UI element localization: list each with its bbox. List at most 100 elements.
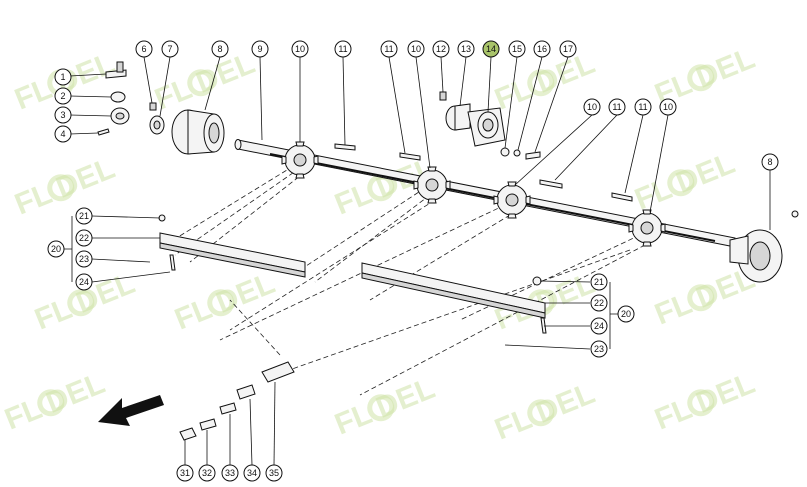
direction-arrow — [98, 395, 164, 426]
callout-31: 31 — [176, 464, 194, 482]
callout-10: 10 — [583, 98, 601, 116]
callout-24: 24 — [75, 273, 93, 291]
callout-11: 11 — [608, 98, 626, 116]
callout-34: 34 — [243, 464, 261, 482]
svg-text:20: 20 — [51, 244, 61, 254]
svg-text:21: 21 — [594, 277, 604, 287]
callout-24: 24 — [590, 317, 608, 335]
keys — [334, 143, 633, 202]
callout-22: 22 — [75, 229, 93, 247]
svg-text:9: 9 — [257, 44, 262, 54]
svg-text:10: 10 — [663, 102, 673, 112]
guide-parts — [179, 361, 295, 441]
svg-text:31: 31 — [180, 468, 190, 478]
svg-text:33: 33 — [225, 468, 235, 478]
rail-left — [158, 214, 306, 278]
sprocket — [493, 181, 531, 219]
callout-1: 1 — [54, 68, 72, 86]
svg-text:11: 11 — [384, 44, 393, 54]
callout-3: 3 — [54, 106, 72, 124]
callout-16: 16 — [533, 40, 551, 58]
watermark-text: FL DEL — [330, 372, 439, 442]
callout-9: 9 — [251, 40, 269, 58]
small-parts — [97, 61, 130, 136]
callout-22: 22 — [590, 294, 608, 312]
svg-text:22: 22 — [79, 233, 89, 243]
callout-33: 33 — [221, 464, 239, 482]
callout-20: 20 — [617, 305, 635, 323]
callout-11: 11 — [380, 40, 398, 58]
svg-text:8: 8 — [767, 157, 772, 167]
callout-4: 4 — [54, 125, 72, 143]
svg-text:11: 11 — [612, 102, 621, 112]
svg-text:14: 14 — [486, 44, 496, 54]
right-hub — [729, 210, 799, 283]
svg-text:24: 24 — [594, 321, 604, 331]
callout-11: 11 — [634, 98, 652, 116]
callout-12: 12 — [432, 40, 450, 58]
svg-text:11: 11 — [638, 102, 647, 112]
left-hub — [149, 102, 225, 155]
watermark-text: FL DEL — [490, 47, 599, 117]
leader-lines — [64, 56, 771, 466]
callouts: 1 2 3 4 6 7 8 9 10 11 11 10 12 13 14 15 … — [47, 40, 779, 482]
callout-23: 23 — [590, 340, 608, 358]
svg-text:2: 2 — [60, 91, 65, 101]
svg-text:3: 3 — [60, 110, 65, 120]
sprocket — [413, 166, 451, 204]
svg-text:15: 15 — [512, 44, 522, 54]
svg-text:24: 24 — [79, 277, 89, 287]
callout-35: 35 — [265, 464, 283, 482]
svg-text:35: 35 — [269, 468, 279, 478]
svg-text:16: 16 — [537, 44, 547, 54]
svg-text:12: 12 — [436, 44, 446, 54]
svg-text:6: 6 — [141, 44, 146, 54]
watermark-text: FL DEL — [150, 47, 259, 117]
svg-text:11: 11 — [338, 44, 347, 54]
callout-17: 17 — [559, 40, 577, 58]
watermark-text: FL DEL — [0, 367, 109, 437]
watermark-text: FL DEL — [630, 147, 739, 217]
svg-text:23: 23 — [79, 254, 89, 264]
callout-8: 8 — [211, 40, 229, 58]
svg-text:4: 4 — [60, 129, 65, 139]
svg-text:34: 34 — [247, 468, 257, 478]
callout-10: 10 — [407, 40, 425, 58]
sprocket — [281, 141, 319, 179]
callout-21: 21 — [590, 273, 608, 291]
sprocket — [628, 209, 666, 247]
dashed-guides — [164, 161, 646, 396]
svg-text:1: 1 — [60, 72, 65, 82]
svg-text:23: 23 — [594, 344, 604, 354]
callout-2: 2 — [54, 87, 72, 105]
svg-text:21: 21 — [79, 211, 89, 221]
callout-10: 10 — [291, 40, 309, 58]
callout-15: 15 — [508, 40, 526, 58]
svg-text:10: 10 — [587, 102, 597, 112]
watermark-text: FL DEL — [650, 367, 759, 437]
watermark-text: FL DEL — [170, 267, 279, 337]
svg-text:20: 20 — [621, 309, 631, 319]
callout-8: 8 — [761, 153, 779, 171]
svg-text:8: 8 — [217, 44, 222, 54]
svg-text:32: 32 — [202, 468, 212, 478]
callout-7: 7 — [161, 40, 179, 58]
watermark-text: FL DEL — [10, 152, 119, 222]
svg-text:13: 13 — [461, 44, 471, 54]
svg-text:7: 7 — [167, 44, 172, 54]
watermark-text: FL DEL — [490, 377, 599, 447]
callout-13: 13 — [457, 40, 475, 58]
svg-text:10: 10 — [411, 44, 421, 54]
svg-text:10: 10 — [295, 44, 305, 54]
callout-21: 21 — [75, 207, 93, 225]
svg-text:17: 17 — [563, 44, 573, 54]
callout-32: 32 — [198, 464, 216, 482]
callout-14-highlighted: 14 — [482, 40, 500, 58]
callout-6: 6 — [135, 40, 153, 58]
bearing-block — [439, 91, 541, 160]
callout-23: 23 — [75, 250, 93, 268]
callout-11: 11 — [334, 40, 352, 58]
callout-10: 10 — [659, 98, 677, 116]
callout-20: 20 — [47, 240, 65, 258]
